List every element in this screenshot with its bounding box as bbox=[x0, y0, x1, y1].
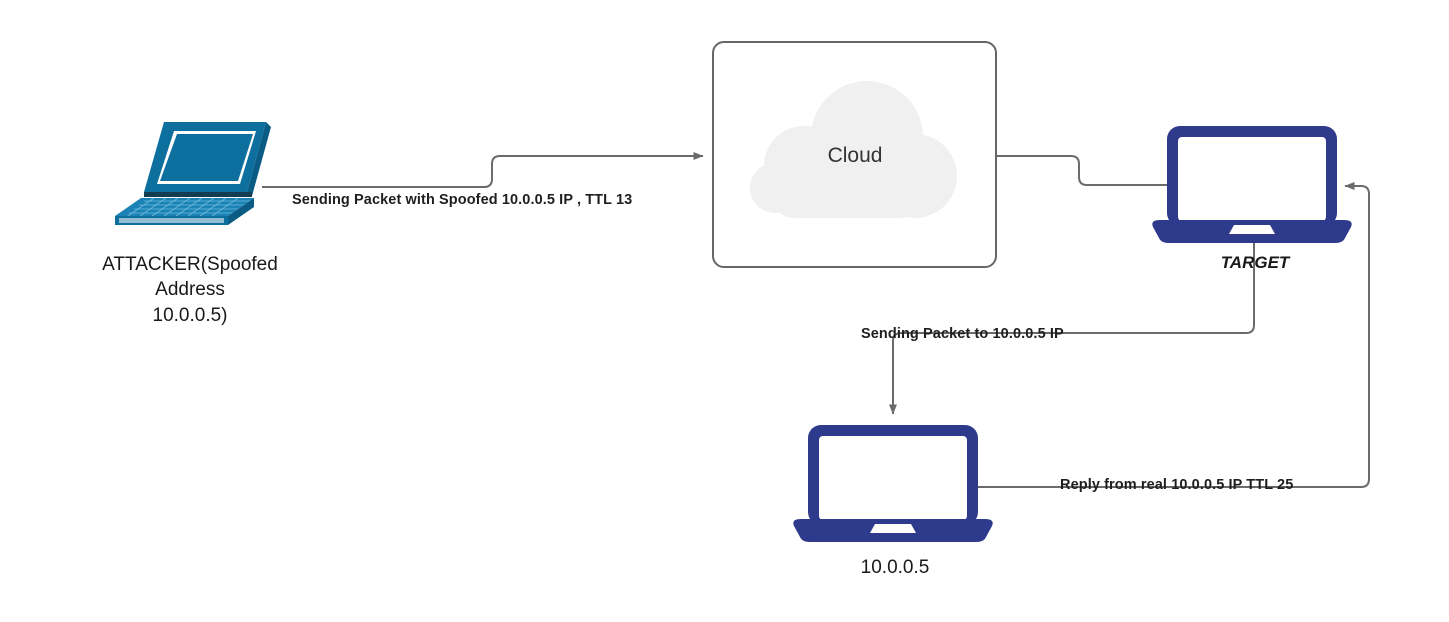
attacker-label: ATTACKER(Spoofed Address 10.0.0.5) bbox=[102, 254, 278, 326]
target-label: TARGET bbox=[1220, 253, 1290, 272]
edge-attacker-to-cloud bbox=[262, 152, 704, 188]
node-victim[interactable] bbox=[793, 423, 993, 545]
laptop-front-icon bbox=[793, 425, 993, 542]
laptop-front-icon bbox=[1152, 126, 1352, 243]
edge-label-attacker-to-cloud: Sending Packet with Spoofed 10.0.0.5 IP … bbox=[292, 192, 633, 208]
edge-label-target-to-victim: Sending Packet to 10.0.0.5 IP bbox=[861, 326, 1064, 342]
edge-cloud-to-target bbox=[996, 155, 1167, 186]
node-attacker[interactable] bbox=[108, 118, 273, 228]
node-target[interactable] bbox=[1152, 124, 1352, 246]
edge-victim-to-target bbox=[975, 182, 1370, 488]
laptop-isometric-icon bbox=[115, 122, 271, 225]
edge-target-to-victim bbox=[889, 243, 1255, 415]
victim-label: 10.0.0.5 bbox=[860, 557, 930, 578]
edge-label-victim-to-target: Reply from real 10.0.0.5 IP TTL 25 bbox=[1060, 477, 1294, 493]
node-cloud[interactable] bbox=[712, 41, 997, 268]
cloud-icon bbox=[750, 81, 957, 218]
cloud-label: Cloud bbox=[827, 144, 883, 167]
